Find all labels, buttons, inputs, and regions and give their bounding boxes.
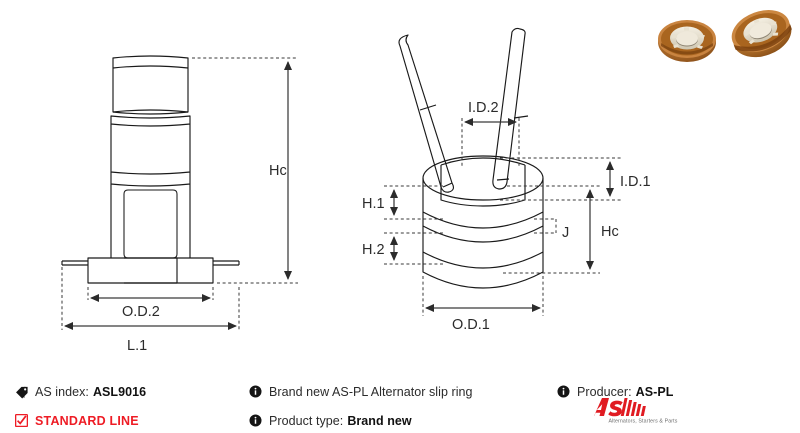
product-description-text: Brand new AS-PL Alternator slip ring: [269, 384, 473, 399]
footer-column-middle: Brand new AS-PL Alternator slip ring Pro…: [248, 368, 548, 428]
as-index-row: AS index: ASL9016: [14, 379, 244, 404]
technical-drawings-svg: Hc O.D.2 L.1: [61, 27, 651, 354]
product-type-value: Brand new: [347, 413, 412, 428]
right-drawing-dimension-arrows: [390, 118, 614, 312]
slip-ring-photo-angled: [731, 10, 792, 58]
label-od2: O.D.2: [122, 304, 160, 320]
left-drawing-labels: Hc O.D.2 L.1: [122, 163, 287, 354]
label-id2: I.D.2: [468, 100, 499, 116]
info-icon: [248, 413, 263, 428]
as-index-value: ASL9016: [92, 384, 147, 399]
info-icon: [556, 384, 571, 399]
footer-column-right: Producer: AS-PL Alternators, Starters: [556, 368, 796, 426]
product-type-row: Product type: Brand new: [248, 408, 548, 433]
producer-value: AS-PL: [635, 384, 674, 399]
producer-label: Producer:: [577, 384, 632, 399]
footer-column-left: AS index: ASL9016 STANDARD LINE: [14, 368, 244, 428]
producer-row: Producer: AS-PL: [556, 379, 796, 404]
label-hc-left: Hc: [269, 163, 287, 179]
right-drawing-geometry: [398, 27, 544, 289]
as-pl-logo-tagline: Alternators, Starters & Parts: [608, 418, 678, 424]
product-type-label: Product type:: [269, 413, 344, 428]
label-id1: I.D.1: [620, 174, 651, 190]
label-h2: H.2: [362, 242, 385, 258]
as-pl-logo: Alternators, Starters & Parts: [580, 396, 700, 426]
right-drawing-extension-lines: [384, 118, 622, 316]
left-drawing-dimension-arrows: [64, 61, 292, 330]
left-drawing-geometry: [61, 55, 240, 284]
label-j: J: [562, 225, 569, 241]
slip-ring-photo-front: [658, 20, 716, 62]
standard-line-label: STANDARD LINE: [35, 413, 139, 428]
as-index-label: AS index:: [35, 384, 89, 399]
as-pl-logo-mark: [594, 398, 646, 417]
product-description-row: Brand new AS-PL Alternator slip ring: [248, 379, 548, 404]
label-od1: O.D.1: [452, 317, 490, 333]
right-drawing-labels: I.D.2 I.D.1 H.1 H.2 J Hc O.D.1: [362, 100, 651, 333]
info-icon: [248, 384, 263, 399]
label-hc-right: Hc: [601, 224, 619, 240]
left-drawing-extension-lines: [61, 57, 298, 330]
tag-icon: [14, 384, 29, 399]
label-l1: L.1: [127, 338, 147, 354]
product-info-footer: AS index: ASL9016 STANDARD LINE: [0, 368, 800, 428]
label-h1: H.1: [362, 196, 385, 212]
product-photo-group: [650, 0, 800, 70]
technical-drawing-area: Hc O.D.2 L.1: [61, 27, 651, 354]
standard-line-row: STANDARD LINE: [14, 408, 244, 433]
